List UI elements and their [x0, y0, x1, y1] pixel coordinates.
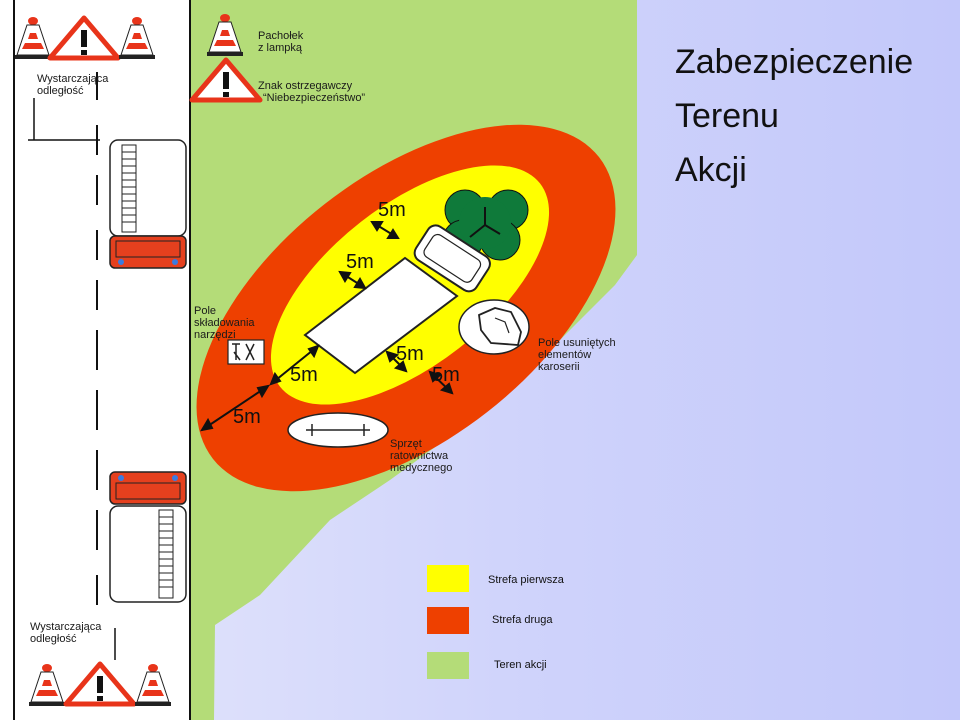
- medical-equipment-label: Sprzęt ratownictwa medycznego: [390, 438, 453, 474]
- car-body-part-icon: [458, 299, 530, 355]
- distance-arrows: [199, 221, 454, 432]
- legend-swatch-zone-one: [427, 565, 469, 592]
- page-title-line-3: Akcji: [675, 151, 747, 189]
- distance-label: 5m: [432, 364, 460, 386]
- distance-label: 5m: [346, 251, 374, 273]
- distance-label: 5m: [233, 406, 261, 428]
- car-icon: [413, 224, 491, 293]
- legend-label-zone-two: Strefa druga: [492, 614, 553, 626]
- tools-icon: [227, 339, 265, 365]
- accident-vehicle: [303, 256, 459, 375]
- distance-bracket-top: [28, 98, 100, 141]
- fire-truck-icon: [109, 139, 187, 269]
- sufficient-distance-label-bottom: Wystarczająca odległość: [30, 621, 102, 645]
- sufficient-distance-label-top: Wystarczająca odległość: [37, 73, 109, 97]
- distance-label: 5m: [378, 199, 406, 221]
- legend-label-action-area: Teren akcji: [494, 659, 547, 671]
- legend-label-zone-one: Strefa pierwsza: [488, 574, 564, 586]
- legend-swatch-zone-two: [427, 607, 469, 634]
- removed-parts-label: Pole usuniętych elementów karoserii: [538, 337, 616, 373]
- sign-legend-label: Znak ostrzegawczy “Niebezpieczeństwo”: [258, 80, 366, 104]
- page-title-line-1: Zabezpieczenie: [675, 43, 914, 81]
- fire-truck-icon: [109, 471, 187, 603]
- page-title-line-2: Terenu: [675, 97, 779, 135]
- legend-swatch-action-area: [427, 652, 469, 679]
- road: [0, 0, 214, 720]
- tool-storage-label: Pole składowania narzędzi: [194, 305, 255, 341]
- cone-legend-label: Pachołek z lampką: [258, 30, 304, 54]
- stretcher-icon: [287, 412, 389, 448]
- distance-label: 5m: [396, 343, 424, 365]
- distance-label: 5m: [290, 364, 318, 386]
- tree-icon: [442, 189, 529, 261]
